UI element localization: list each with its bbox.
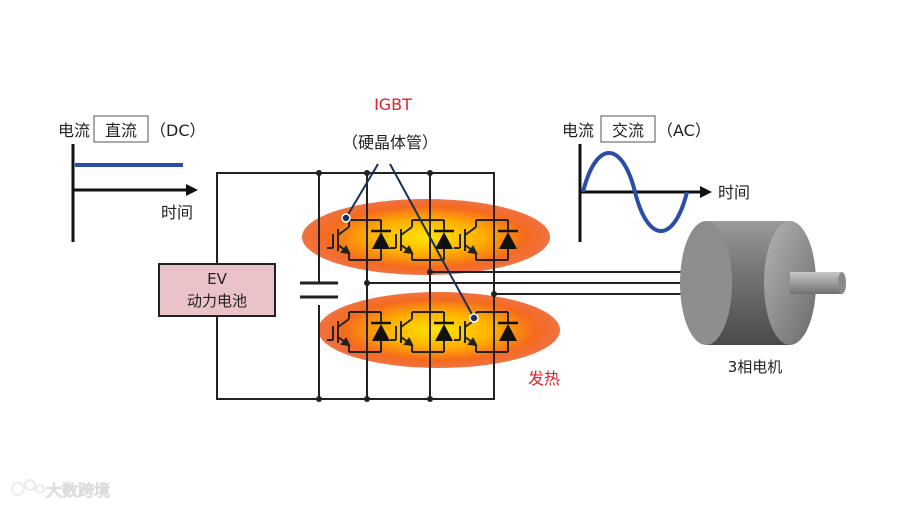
pointer-dot-upper (341, 213, 351, 223)
igbt-transistor-symbol (454, 219, 494, 261)
motor-shaft (790, 272, 842, 294)
igbt-transistor-symbol (390, 311, 430, 353)
dc-x-arrow (186, 184, 198, 196)
igbt-pointer-lines (341, 163, 479, 323)
igbt-caption: IGBT （硬晶体管） (342, 95, 438, 152)
motor-back-face (680, 221, 732, 345)
dc-abbrev-label: （DC） (150, 121, 206, 140)
dc-type-label: 直流 (105, 121, 137, 140)
igbt-transistor-symbol (327, 219, 367, 261)
freewheel-diode-symbol (494, 219, 518, 261)
ac-time-label: 时间 (718, 183, 750, 202)
dc-time-label: 时间 (161, 203, 193, 222)
three-phase-motor: 3相电机 (680, 221, 846, 376)
ac-sine-wave (581, 151, 689, 233)
ac-current-graph: 电流 交流 （AC） 时间 (562, 115, 750, 242)
ac-type-label: 交流 (612, 121, 644, 140)
battery-label-name: 动力电池 (187, 292, 247, 310)
battery-label-ev: EV (207, 270, 227, 288)
motor-label: 3相电机 (728, 358, 783, 376)
ac-x-arrow (700, 186, 712, 198)
heat-glow-upper (302, 199, 550, 275)
igbt-module-upper-2 (390, 219, 454, 261)
pointer-line-upper (345, 163, 379, 219)
freewheel-diode-symbol (367, 311, 391, 353)
watermark-logo-icon (11, 479, 45, 496)
freewheel-diode-symbol (430, 311, 454, 353)
watermark-text: 大数跨境 (46, 481, 110, 500)
ev-battery: EV 动力电池 (158, 263, 276, 317)
igbt-module-upper-1 (327, 219, 391, 261)
igbt-transistor-symbol (327, 311, 367, 353)
ac-label-box (600, 115, 656, 143)
pointer-line-lower (389, 163, 475, 319)
freewheel-diode-symbol (367, 219, 391, 261)
heat-glow-lower (318, 292, 560, 368)
pointer-dot-lower (469, 313, 479, 323)
igbt-transistor-symbol (454, 311, 494, 353)
dc-current-graph: 电流 直流 （DC） 时间 (58, 115, 206, 242)
freewheel-diode-symbol (430, 219, 454, 261)
motor-shaft-end (838, 272, 846, 294)
ac-abbrev-label: （AC） (657, 121, 711, 140)
igbt-transistor-symbol (390, 219, 430, 261)
igbt-module-lower-1 (327, 311, 391, 353)
freewheel-diode-symbol (494, 311, 518, 353)
watermark: 大数跨境 (11, 479, 110, 500)
dc-link-capacitor (300, 281, 338, 299)
igbt-module-lower-3 (454, 311, 518, 353)
igbt-module-upper-3 (454, 219, 518, 261)
igbt-title: IGBT (374, 95, 412, 114)
igbt-subtitle: （硬晶体管） (342, 133, 438, 152)
junction-dots (316, 170, 497, 402)
igbt-switch-array (327, 219, 518, 353)
dc-label-box (93, 115, 149, 143)
igbt-module-lower-2 (390, 311, 454, 353)
dc-current-label: 电流 (58, 121, 90, 140)
heat-label: 发热 (528, 369, 560, 388)
battery-box (158, 263, 276, 317)
ac-current-label: 电流 (562, 121, 594, 140)
